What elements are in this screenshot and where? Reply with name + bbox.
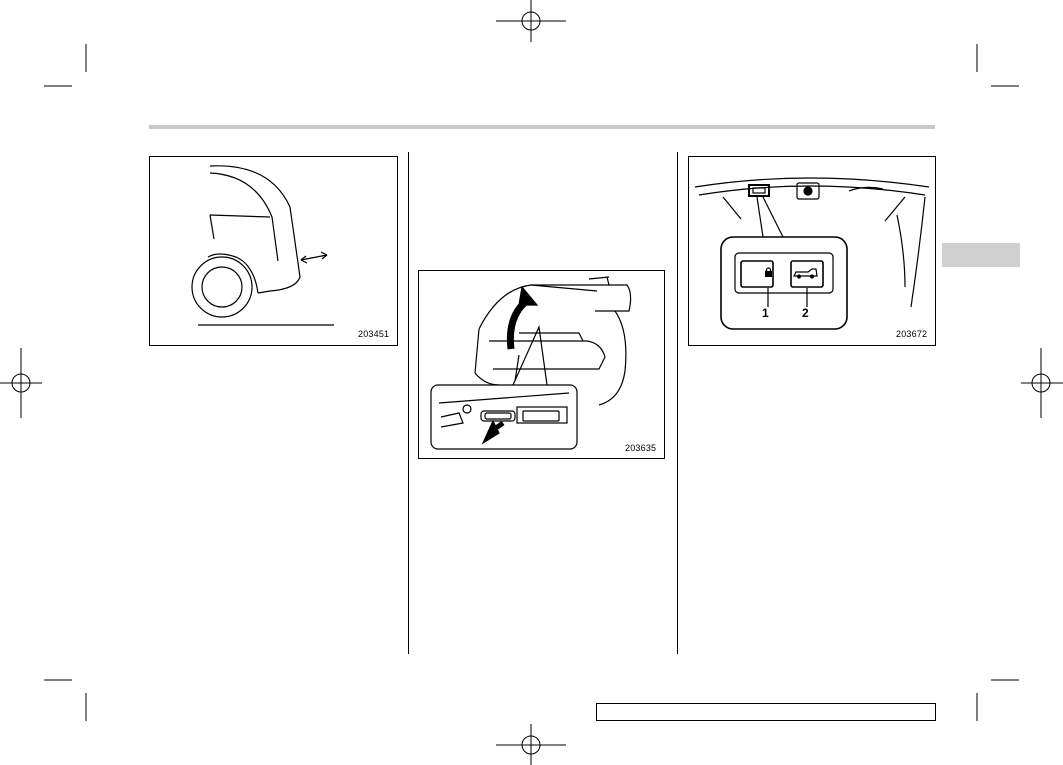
callout-2: 2 <box>802 306 809 320</box>
figure-code: 203672 <box>896 329 928 339</box>
figure-code: 203451 <box>358 329 390 339</box>
column-divider-left <box>408 152 409 654</box>
header-rule <box>149 125 935 129</box>
footer-box <box>596 703 936 721</box>
figure-open-rear-gate: 203635 <box>418 270 665 459</box>
figure-rear-gate-switches: 1 2 203672 <box>688 156 936 346</box>
rear-gate-clearance-illustration <box>191 165 334 326</box>
liftgate-open-icon <box>793 267 819 279</box>
figure-rear-gate-clearance: 203451 <box>149 156 398 346</box>
figure-code: 203635 <box>625 443 657 453</box>
lock-icon <box>765 267 772 277</box>
chapter-side-tab <box>942 243 1020 267</box>
callout-1: 1 <box>762 306 769 320</box>
open-rear-gate-illustration <box>430 276 632 450</box>
rear-gate-switches-illustration <box>694 177 930 330</box>
column-divider-right <box>677 152 678 654</box>
